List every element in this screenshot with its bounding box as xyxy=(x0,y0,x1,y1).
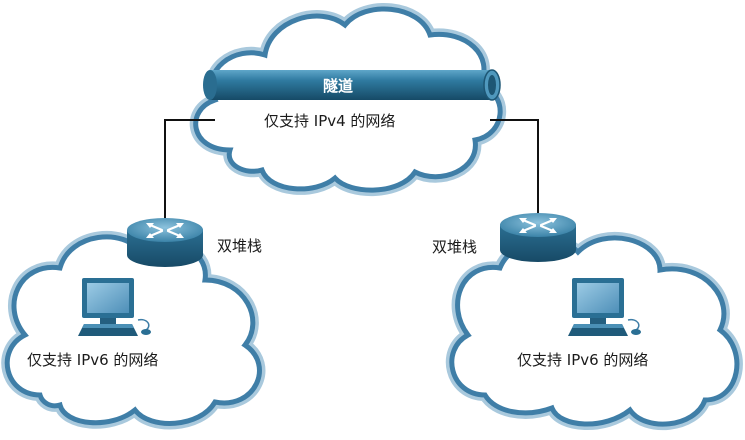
tunnel-pipe-icon xyxy=(203,69,501,101)
right-router-label: 双堆栈 xyxy=(432,238,478,256)
link-right xyxy=(490,119,539,222)
left-ipv6-network-label: 仅支持 IPv6 的网络 xyxy=(27,351,159,369)
right-ipv6-network-label: 仅支持 IPv6 的网络 xyxy=(517,351,649,369)
left-router-icon xyxy=(127,218,203,267)
tunnel-label: 隧道 xyxy=(323,77,354,95)
ipv4-network-label: 仅支持 IPv4 的网络 xyxy=(264,112,396,130)
left-router-label: 双堆栈 xyxy=(217,237,263,255)
right-router-icon xyxy=(500,213,576,262)
link-left xyxy=(164,119,215,228)
right-computer-icon xyxy=(568,278,641,336)
left-computer-icon xyxy=(78,278,151,336)
